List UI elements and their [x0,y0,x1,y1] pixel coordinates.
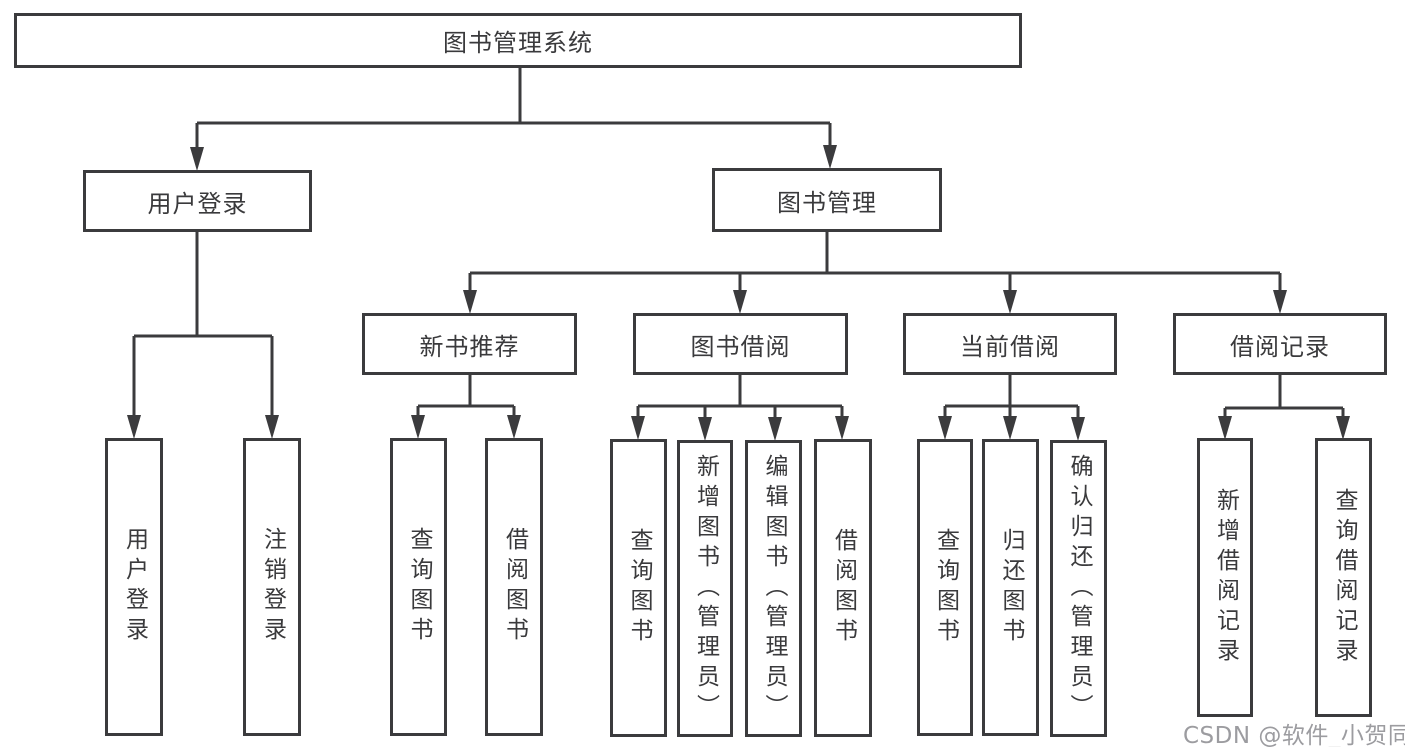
node-new-book-recommend: 新书推荐 [362,313,577,375]
connector-current-borrow-to-children [938,375,1085,441]
node-leaf-query-borrow-record: 查询借阅记录 [1315,438,1372,717]
node-leaf-add-borrow-record-label: 新增借阅记录 [1212,487,1239,668]
node-leaf-borrow-books-2-label: 借阅图书 [830,528,857,648]
node-leaf-add-books-admin: 新增图书（管理员） [677,440,733,737]
node-user-login: 用户登录 [83,170,312,232]
node-leaf-logout: 注销登录 [243,438,301,736]
node-leaf-borrow-books-1-label: 借阅图书 [501,527,528,647]
node-leaf-user-login: 用户登录 [105,438,163,736]
node-leaf-query-books-1: 查询图书 [390,438,447,736]
node-leaf-user-login-label: 用户登录 [121,527,148,647]
node-book-management: 图书管理 [712,168,942,232]
node-leaf-logout-label: 注销登录 [259,527,286,647]
node-leaf-query-books-2-label: 查询图书 [626,528,652,648]
node-leaf-return-books-label: 归还图书 [998,527,1024,648]
node-current-borrow: 当前借阅 [903,313,1117,375]
connector-book-borrow-to-children [631,375,849,441]
node-leaf-query-borrow-record-label: 查询借阅记录 [1331,487,1357,668]
node-leaf-query-books-2: 查询图书 [610,439,667,737]
node-leaf-add-borrow-record: 新增借阅记录 [1197,438,1253,717]
node-leaf-return-books: 归还图书 [982,439,1039,736]
node-leaf-query-books-3: 查询图书 [917,439,973,736]
node-leaf-confirm-return-admin-label: 确认归还（管理员） [1066,453,1092,724]
node-leaf-query-books-3-label: 查询图书 [932,527,959,648]
connector-borrow-record-to-children [1218,375,1350,440]
node-leaf-borrow-books-2: 借阅图书 [814,439,872,737]
node-leaf-add-books-admin-label: 新增图书（管理员） [692,453,719,724]
connector-root-to-level2 [190,68,837,171]
node-leaf-borrow-books-1: 借阅图书 [485,438,543,736]
node-library-management-system: 图书管理系统 [14,13,1022,68]
node-book-borrow: 图书借阅 [633,313,848,375]
node-leaf-confirm-return-admin: 确认归还（管理员） [1050,440,1107,737]
connector-new-book-recommend-to-children [411,375,521,439]
node-leaf-edit-books-admin-label: 编辑图书（管理员） [761,453,787,724]
node-borrow-record: 借阅记录 [1173,313,1387,375]
csdn-watermark: CSDN @软件_小贺同学 [1183,723,1405,747]
node-leaf-query-books-1-label: 查询图书 [406,527,432,647]
connector-user-login-to-children [127,232,279,439]
node-leaf-edit-books-admin: 编辑图书（管理员） [745,440,802,737]
connector-book-management-to-level3 [463,232,1287,314]
